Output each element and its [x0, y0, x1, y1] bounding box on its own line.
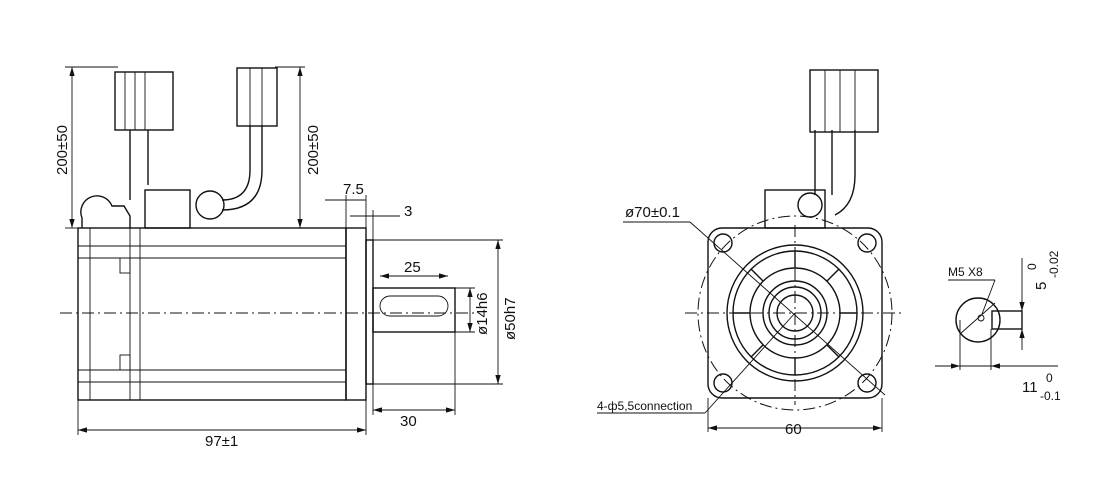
body-length-dim: 97±1	[205, 433, 238, 450]
cable-length-left-dim: 200±50	[54, 125, 71, 175]
cable-left	[129, 130, 149, 200]
flange	[345, 227, 367, 401]
front-view: ø70±0.1 4-ф5,5connection 60	[597, 69, 905, 438]
shaft-height-upper-tol: 0	[1046, 371, 1053, 385]
bolt-circle-dim: ø70±0.1	[625, 204, 680, 221]
pilot	[365, 239, 374, 385]
key-length-dim: 25	[404, 259, 421, 276]
thread-dim: M5 X8	[948, 265, 983, 279]
mounting-hole	[713, 233, 733, 253]
connector-housing	[144, 189, 191, 229]
pilot-diameter-dim: ø50h7	[502, 297, 519, 340]
plug-left	[114, 71, 174, 131]
cable-length-right-dim: 200±50	[305, 125, 322, 175]
key-width-upper-tol: 0	[1025, 263, 1039, 270]
mounting-holes-dim: 4-ф5,5connection	[597, 399, 692, 413]
shaft-length-dim: 30	[400, 413, 417, 430]
cable-right	[221, 125, 263, 211]
flange-width-dim: 60	[785, 421, 802, 438]
shaft-end-detail: M5 X8 5 0 -0.02 11 0 -0.1	[935, 250, 1061, 403]
mounting-hole	[713, 373, 733, 393]
side-view: 200±50 200±50 7.5 3 25 ø14h6 ø50h7 30 97…	[54, 66, 519, 450]
key-width-lower-tol: -0.02	[1047, 250, 1061, 278]
junction-box	[764, 189, 826, 229]
shaft-diameter-dim: ø14h6	[474, 292, 491, 335]
shaft-height-lower-tol: -0.1	[1040, 389, 1061, 403]
shaft	[372, 287, 456, 333]
mounting-hole	[857, 233, 877, 253]
cable-gland	[195, 190, 225, 220]
encoder-cover	[80, 195, 131, 228]
pilot-length-dim: 3	[404, 203, 412, 220]
shaft-end	[955, 297, 1001, 343]
plug-right	[236, 67, 278, 127]
key	[379, 295, 449, 317]
key-profile	[991, 310, 1023, 330]
key-width-dim: 5	[1033, 282, 1050, 290]
motor-body	[77, 227, 347, 401]
cables	[814, 130, 856, 216]
plug	[809, 69, 879, 133]
shaft-height-dim: 11	[1022, 379, 1038, 396]
flange-thickness-dim: 7.5	[343, 181, 364, 198]
mounting-hole	[857, 373, 877, 393]
